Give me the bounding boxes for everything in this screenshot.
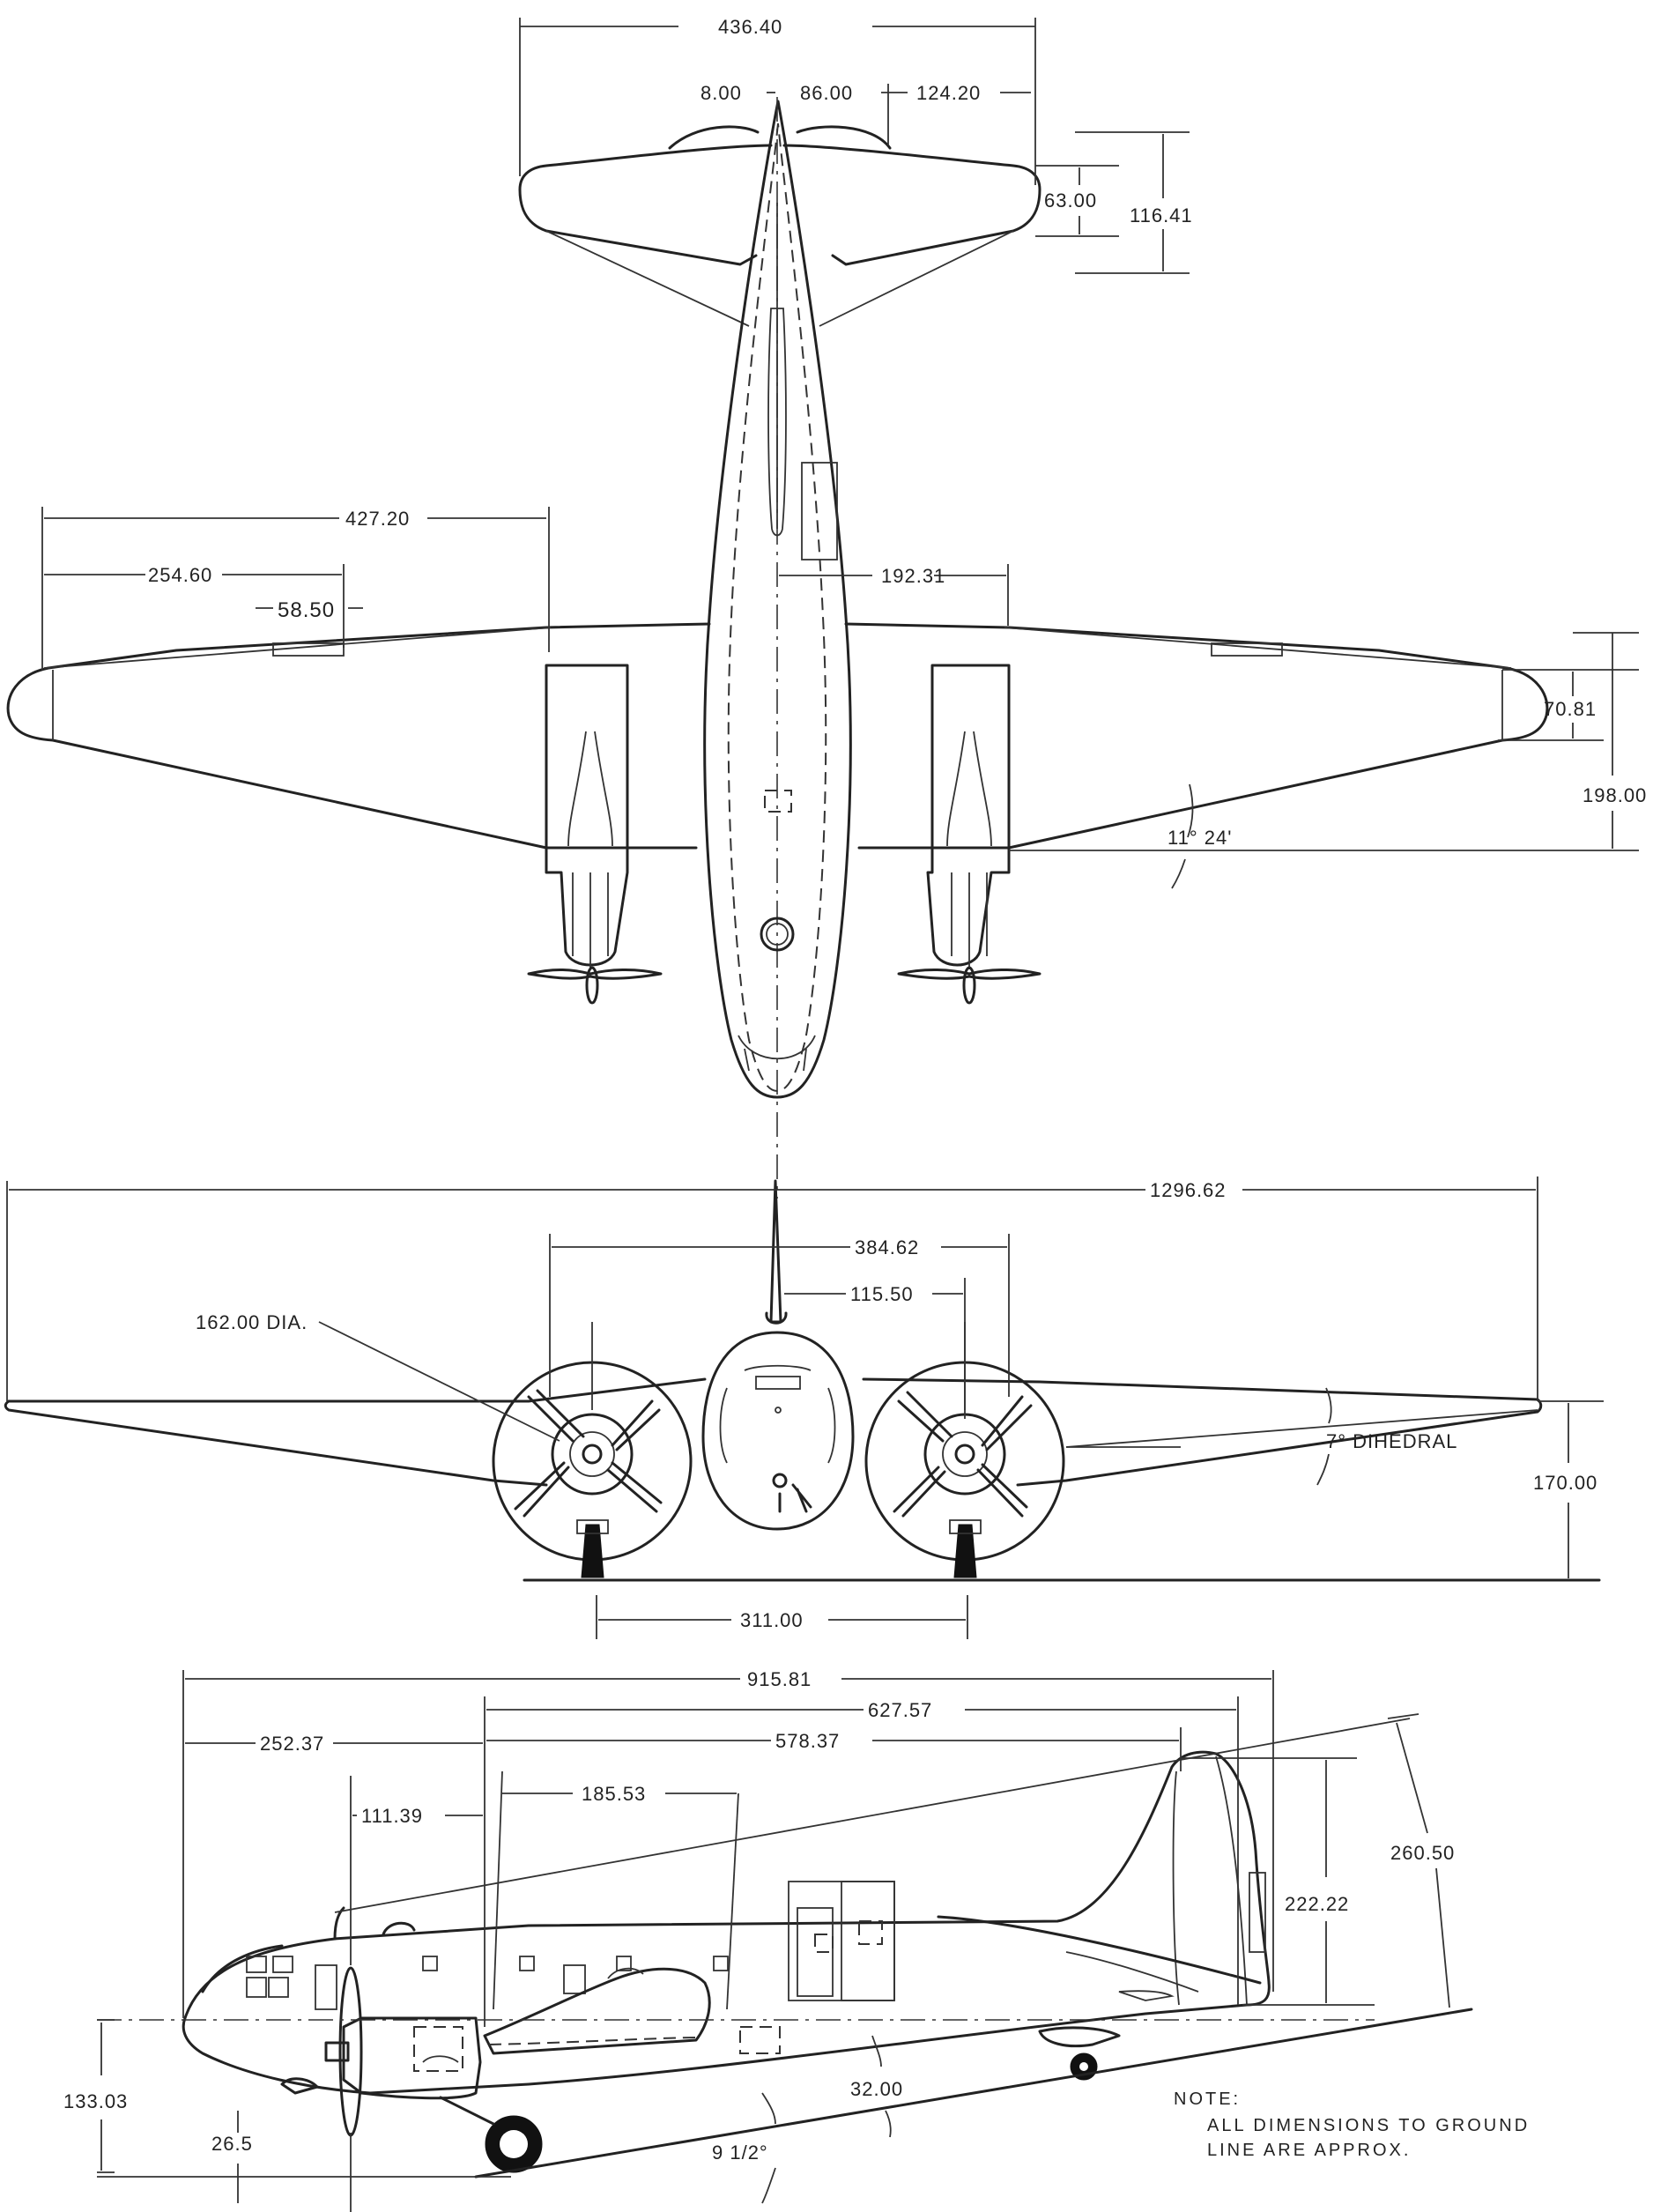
horizontal-stabilizer	[518, 144, 1041, 266]
dim-span: 1296.62	[1150, 1179, 1227, 1201]
dim-ground-height: 133.03	[63, 2090, 128, 2112]
dim-dihedral: 7° DIHEDRAL	[1326, 1430, 1457, 1452]
dim-stab-a: 8.00	[700, 82, 742, 104]
front-view: 1296.62 384.62 115.50 162.00 DIA. 7° DIH…	[4, 1177, 1604, 1639]
dim-ground-angle: 9 1/2°	[712, 2141, 768, 2164]
left-wing-top	[6, 622, 711, 850]
side-windows	[422, 1956, 729, 1971]
dim-nose-to-wing: 252.37	[260, 1733, 324, 1755]
fuselage-top	[703, 100, 852, 1099]
dim-578: 578.37	[775, 1730, 840, 1752]
dim-32: 32.00	[850, 2078, 903, 2100]
dim-fin-offset: 115.50	[850, 1283, 914, 1305]
dim-tail-length: 116.41	[1130, 204, 1193, 226]
dim-111: 111.39	[361, 1805, 423, 1827]
side-fuselage	[182, 1750, 1271, 2095]
side-nacelle	[342, 2016, 482, 2100]
note-title: NOTE:	[1174, 2090, 1241, 2109]
dim-half-span: 427.20	[345, 508, 410, 530]
dim-outer-wing: 254.60	[148, 564, 212, 586]
dim-diag-height: 260.50	[1390, 1842, 1455, 1864]
dim-root-chord: 198.00	[1583, 784, 1647, 806]
dim-prop-dia: 162.00 DIA.	[196, 1311, 308, 1333]
dim-tail-height: 222.22	[1285, 1893, 1349, 1915]
dim-627: 627.57	[868, 1699, 932, 1721]
right-nacelle-top	[926, 664, 1011, 967]
dim-engine-offset: 192.31	[881, 565, 945, 587]
top-view: 436.40 8.00 86.00 124.20 63.00 116.41 42…	[6, 16, 1647, 1199]
dim-tip-chord: 70.81	[1544, 698, 1597, 720]
dim-stab-span: 436.40	[718, 16, 782, 38]
dim-185: 185.53	[582, 1783, 646, 1805]
front-fin	[769, 1179, 782, 1324]
dim-stab-chord: 63.00	[1044, 189, 1097, 212]
note-line1: ALL DIMENSIONS TO GROUND	[1207, 2116, 1530, 2135]
dim-engine-spacing: 384.62	[855, 1236, 919, 1258]
dim-height: 170.00	[1533, 1472, 1597, 1494]
dim-stab-c: 124.20	[916, 82, 981, 104]
side-view: 915.81 627.57 578.37 252.37 185.53 111.3…	[63, 1668, 1530, 2212]
dim-sweep: 11° 24'	[1167, 827, 1232, 849]
front-wing	[4, 1377, 1543, 1487]
dim-length: 915.81	[747, 1668, 812, 1690]
left-nacelle-top	[545, 664, 629, 967]
side-wing	[483, 1967, 711, 2055]
dim-stab-b: 86.00	[800, 82, 853, 104]
note-line2: LINE ARE APPROX.	[1207, 2141, 1411, 2160]
dim-aileron: 58.50	[278, 598, 335, 622]
front-fuselage	[701, 1331, 855, 1531]
dim-track: 311.00	[740, 1609, 804, 1631]
dim-prop-clearance: 26.5	[211, 2133, 253, 2155]
